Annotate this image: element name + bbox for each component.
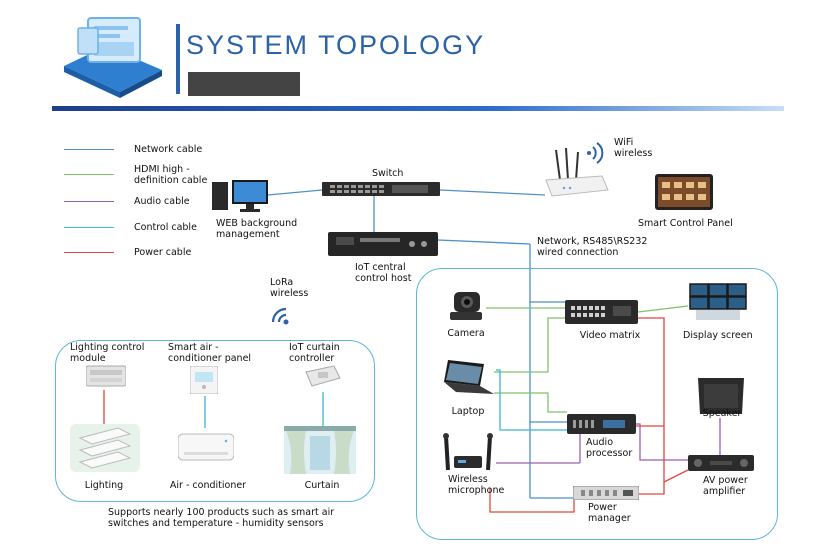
video-wall-icon bbox=[689, 283, 747, 320]
switch-label: Switch bbox=[372, 168, 404, 179]
display-screen-device bbox=[688, 282, 748, 322]
support-note: Supports nearly 100 products such as sma… bbox=[108, 507, 335, 529]
legend-label-audio: Audio cable bbox=[134, 196, 190, 207]
camera-device bbox=[444, 288, 488, 322]
web-mgmt-label: WEB background management bbox=[216, 218, 298, 240]
wifi-signal bbox=[585, 140, 607, 166]
network-note: Network, RS485\RS232 wired connection bbox=[537, 236, 648, 258]
header-divider bbox=[52, 106, 784, 111]
tablet-panel-icon bbox=[655, 174, 713, 210]
iot-host-icon bbox=[328, 232, 438, 256]
audio-processor-device bbox=[567, 414, 636, 434]
ac-panel-label: Smart air - conditioner panel bbox=[168, 342, 252, 364]
curtain-ctrl-device bbox=[304, 364, 342, 390]
smart-control-panel bbox=[655, 174, 713, 210]
av-system-panel bbox=[416, 268, 778, 540]
switch-device bbox=[322, 182, 440, 196]
iot-host-label: IoT central control host bbox=[355, 262, 412, 284]
title-accent-bar bbox=[176, 24, 180, 94]
smart-home-panel bbox=[55, 340, 375, 502]
laptop-device bbox=[440, 358, 496, 398]
legend: Network cable HDMI high - definition cab… bbox=[64, 140, 264, 270]
laptop-icon bbox=[444, 360, 494, 394]
ac-label: Air - conditioner bbox=[169, 480, 247, 491]
legend-label-power: Power cable bbox=[134, 247, 192, 258]
header-logo bbox=[58, 14, 166, 98]
iot-host bbox=[328, 232, 438, 256]
microphone-icon bbox=[443, 433, 493, 471]
lighting-module-label: Lighting control module bbox=[70, 342, 145, 364]
monitor-logo-icon bbox=[64, 17, 162, 98]
wifi-router bbox=[542, 146, 610, 200]
video-matrix-device bbox=[565, 300, 638, 324]
wireless-mic-label: Wireless microphone bbox=[448, 474, 505, 496]
lora-wireless-icon bbox=[271, 307, 289, 325]
legend-line-control bbox=[64, 227, 114, 228]
wifi-signal-icon bbox=[587, 142, 604, 164]
legend-line-audio bbox=[64, 201, 114, 202]
speaker-label: Speaker bbox=[702, 408, 742, 419]
curtain-device bbox=[284, 426, 356, 474]
laptop-label: Laptop bbox=[451, 406, 485, 417]
thermostat-icon bbox=[190, 366, 218, 394]
video-matrix-label: Video matrix bbox=[579, 330, 641, 341]
curtain-icon bbox=[284, 426, 356, 474]
legend-line-hdmi bbox=[64, 174, 114, 175]
camera-label: Camera bbox=[447, 328, 485, 339]
wireless-mic-device bbox=[438, 432, 496, 474]
lighting-device bbox=[70, 424, 140, 472]
wifi-label: WiFi wireless bbox=[614, 137, 653, 159]
video-matrix-icon bbox=[565, 300, 638, 324]
subtitle-block bbox=[188, 72, 300, 96]
speaker-icon bbox=[698, 378, 744, 414]
lora-signal bbox=[266, 302, 290, 326]
page-title: SYSTEM TOPOLOGY bbox=[186, 30, 486, 60]
ac-unit bbox=[178, 432, 234, 466]
wifi-router-icon bbox=[545, 147, 609, 197]
lighting-fixture-icon bbox=[70, 424, 140, 472]
power-manager-label: Power manager bbox=[588, 502, 631, 524]
legend-line-network bbox=[64, 149, 114, 150]
din-module-icon bbox=[86, 365, 126, 387]
legend-label-hdmi: HDMI high - definition cable bbox=[134, 164, 208, 186]
legend-line-power bbox=[64, 252, 114, 253]
curtain-ctrl-label: IoT curtain controller bbox=[289, 342, 340, 364]
ac-panel-device bbox=[190, 366, 218, 394]
audio-processor-icon bbox=[567, 414, 636, 434]
audio-processor-label: Audio processor bbox=[586, 437, 633, 459]
curtain-label: Curtain bbox=[304, 480, 340, 491]
av-amplifier-device bbox=[688, 455, 754, 471]
smart-panel-label: Smart Control Panel bbox=[638, 218, 733, 229]
speaker-device bbox=[696, 376, 746, 418]
lighting-label: Lighting bbox=[84, 480, 124, 491]
amplifier-icon bbox=[688, 455, 754, 471]
display-screen-label: Display screen bbox=[683, 330, 753, 341]
lighting-module-device bbox=[86, 364, 126, 388]
air-conditioner-icon bbox=[178, 433, 234, 461]
curtain-controller-icon bbox=[305, 365, 341, 387]
power-manager-icon bbox=[573, 486, 639, 500]
power-manager-device bbox=[573, 486, 639, 500]
switch-icon bbox=[322, 182, 440, 196]
web-pc bbox=[208, 178, 270, 214]
camera-icon bbox=[450, 292, 482, 320]
av-amplifier-label: AV power amplifier bbox=[703, 475, 748, 497]
lora-label: LoRa wireless bbox=[270, 277, 309, 299]
legend-label-control: Control cable bbox=[134, 222, 197, 233]
desktop-computer-icon bbox=[212, 180, 268, 212]
legend-label-network: Network cable bbox=[134, 144, 203, 155]
